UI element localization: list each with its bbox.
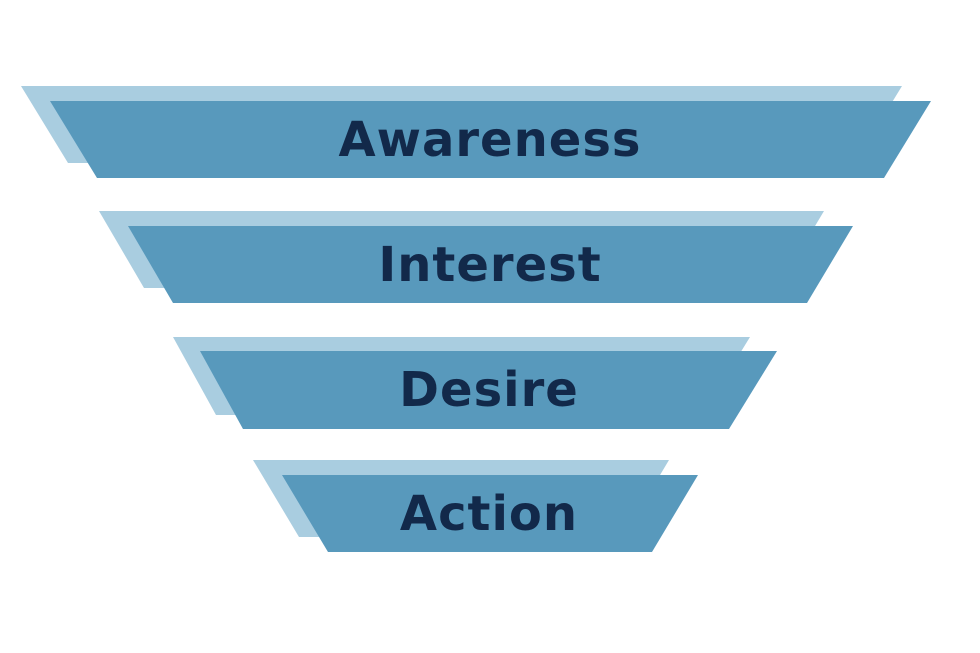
- awareness-label: Awareness: [339, 112, 642, 168]
- funnel-stage-awareness: Awareness: [21, 86, 931, 178]
- interest-label: Interest: [378, 237, 601, 293]
- interest-bar-shape: [128, 226, 853, 303]
- funnel-stage-interest: Interest: [99, 211, 853, 303]
- action-bar-shape: [282, 475, 698, 552]
- desire-label: Desire: [399, 362, 579, 418]
- awareness-bar-shape: [50, 101, 931, 178]
- action-label: Action: [400, 486, 578, 542]
- funnel-stage-action: Action: [253, 460, 698, 552]
- funnel-stage-desire: Desire: [173, 337, 777, 429]
- desire-bar-shape: [200, 351, 777, 429]
